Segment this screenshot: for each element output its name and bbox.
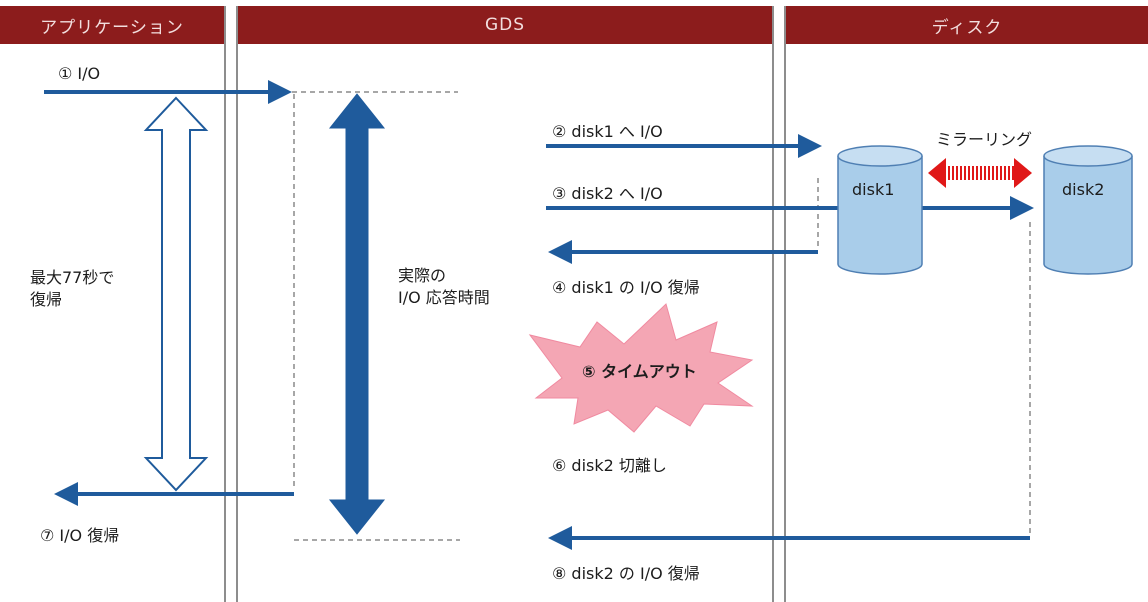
- disk1-label: disk1: [852, 180, 895, 199]
- actual-response-label-line1: 実際の: [398, 266, 447, 285]
- lane-header-disk: ディスク: [786, 6, 1148, 44]
- max-recovery-label-line2: 復帰: [30, 290, 63, 309]
- lane-gds: GDS: [236, 6, 774, 602]
- mirroring-label: ミラーリング: [936, 130, 1033, 149]
- step2-label: ② disk1 へ I/O: [552, 122, 663, 141]
- step6-label: ⑥ disk2 切離し: [552, 456, 667, 475]
- actual-response-label-line2: I/O 応答時間: [398, 288, 490, 307]
- step7-label: ⑦ I/O 復帰: [40, 526, 120, 545]
- gds-dashed-bracket: [292, 91, 460, 541]
- timeout-burst: [528, 303, 754, 433]
- step1-label: ① I/O: [58, 64, 101, 83]
- lane-header-application: アプリケーション: [0, 6, 224, 44]
- actual-response-double-arrow: [328, 93, 386, 535]
- lane-header-gds: GDS: [238, 6, 772, 44]
- lane-application: アプリケーション: [0, 6, 226, 602]
- step4-label: ④ disk1 の I/O 復帰: [552, 278, 700, 297]
- step3-label: ③ disk2 へ I/O: [552, 184, 663, 203]
- lane-disk: ディスク: [784, 6, 1148, 602]
- step8-label: ⑧ disk2 の I/O 復帰: [552, 564, 700, 583]
- max-recovery-double-arrow: [143, 96, 209, 492]
- disk1-cylinder: [837, 145, 923, 275]
- disk2-label: disk2: [1062, 180, 1105, 199]
- mirroring-arrow: [928, 158, 1032, 188]
- max-recovery-label-line1: 最大77秒で: [30, 268, 115, 287]
- disk2-cylinder: [1043, 145, 1133, 275]
- step5-label: ⑤ タイムアウト: [582, 362, 697, 381]
